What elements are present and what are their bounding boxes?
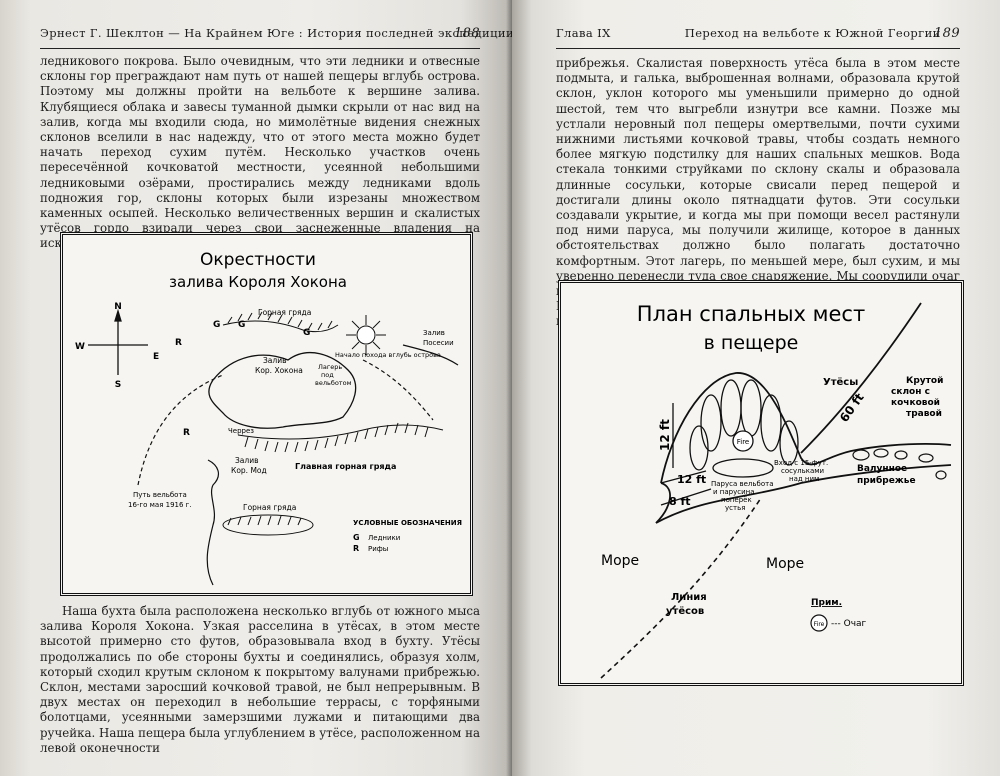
shoreline [655,464,952,524]
map-label-camp-1: Лагерь [318,363,342,371]
map-label-start: Начало похода вглубь острова [335,351,441,359]
map-label-route-2: 16-го мая 1916 г. [128,501,192,509]
map-title-line2: залива Короля Хокона [169,273,347,291]
sleeping-bags [689,379,799,478]
map-label-camp-3: вельботом [315,379,352,387]
map-title-line1: Окрестности [200,250,316,270]
label-sails-3: поперёк [721,496,752,504]
left-header-title: Эрнест Г. Шеклтон — На Крайнем Юге : Ист… [40,26,512,40]
left-bottom-paragraph: Наша бухта была расположена несколько вг… [40,604,480,756]
fire-label: Fire [737,438,750,446]
map-label-main-ridge: Главная горная гряда [295,462,396,471]
label-cliff-line-2: утёсов [666,605,704,617]
right-header-title: Переход на вельботе к Южной Георгии [684,26,941,40]
dimension-lines [660,403,712,506]
map-label-maud-1: Залив [235,456,259,465]
dim-60ft: 60 ft [837,390,867,424]
legend-title: УСЛОВНЫЕ ОБОЗНАЧЕНИЯ [353,519,462,527]
label-slope-2: склон с [891,387,930,397]
right-header-chapter: Глава IX [556,26,611,40]
note-fire-symbol [810,614,828,632]
maud-coastline [206,459,220,586]
map-label-route-1: Путь вельбота [133,491,187,499]
compass-s: S [115,380,121,390]
label-entrance-2: сосульками [781,467,824,475]
label-sea-left: Море [601,553,639,569]
label-slope-4: травой [906,409,942,419]
cave-plan-svg: План спальных мест в пещере Fire [600,302,952,679]
glacier-mark-3: G [303,328,310,338]
sun-start-symbol [346,315,386,355]
right-page-number: 189 [933,26,960,41]
possession-coastline [402,344,459,366]
map-haakon-bay: Окрестности залива Короля Хокона N S E W [60,232,473,596]
plan-title-line2: в пещере [704,332,799,354]
cliff-slope-line [800,302,922,454]
cliff-line-dashed [600,497,762,679]
map-svg: Окрестности залива Короля Хокона N S E W [75,250,462,586]
left-page: Эрнест Г. Шеклтон — На Крайнем Юге : Ист… [0,0,512,776]
note-fire-label: Fire [814,621,825,628]
map-label-maud-2: Кор. Мод [231,466,267,475]
mountain-ridges [222,311,444,536]
bay-coastline [208,351,357,429]
map-label-haakon-1: Залив [263,356,287,365]
compass-e: E [153,352,159,362]
label-boulders-1: Валунное [857,464,907,474]
label-sails-1: Паруса вельбота [711,480,774,488]
map-label-cape: Черрез [228,427,254,435]
reef-mark-2: R [183,428,190,438]
left-running-header: Эрнест Г. Шеклтон — На Крайнем Юге : Ист… [40,26,512,49]
label-cliffs: Утёсы [823,376,858,388]
label-boulders-2: прибрежье [857,475,916,486]
label-note-title: Прим. [811,598,842,608]
fire-symbol [732,430,754,452]
cave-outline [660,372,952,484]
right-page: Глава IX Переход на вельботе к Южной Гео… [512,0,1000,776]
right-running-header: Глава IX Переход на вельботе к Южной Гео… [556,26,960,49]
map-label-ridge-bottom: Горная гряда [243,503,296,512]
label-sails-4: устья [725,504,745,512]
label-sea-right: Море [766,556,804,572]
boulders [852,448,947,480]
label-entrance-3: над ним [789,475,819,483]
plan-title-line1: План спальных мест [637,302,865,326]
label-note-text: --- Очаг [831,619,867,629]
dim-8ft: 8 ft [669,495,691,508]
glacier-mark-2: G [238,320,245,330]
left-top-paragraph-text: ледникового покрова. Было очевидным, что… [40,54,480,250]
left-top-paragraph: ледникового покрова. Было очевидным, что… [40,54,480,252]
label-entrance-1: Вход с 15-фут. [774,459,828,467]
dim-12ft-vertical: 12 ft [658,419,672,451]
left-bottom-paragraph-text: Наша бухта была расположена несколько вг… [40,604,480,755]
cave-left-edge [655,482,671,524]
compass-n: N [114,302,122,312]
map-label-camp-2: под [321,371,334,379]
map-label-possession-2: Посесии [423,339,454,347]
label-slope-3: кочковой [891,398,940,408]
compass-w: W [75,342,85,352]
map-label-ridge-top: Горная гряда [258,308,311,317]
legend-reefs: Рифы [368,545,388,553]
legend-glaciers: Ледники [368,534,400,542]
left-page-number: 188 [453,26,480,41]
label-sails-2: и парусина [713,488,755,496]
reef-mark-1: R [175,338,182,348]
label-slope-1: Крутой [906,376,943,386]
glacier-mark-1: G [213,320,220,330]
map-label-possession-1: Залив [423,329,445,337]
compass-rose [88,308,148,375]
label-cliff-line-1: Линия [671,592,707,603]
boat-route [137,359,434,486]
dim-12ft-horizontal: 12 ft [677,473,706,486]
map-label-haakon-2: Кор. Хокона [255,366,303,375]
cave-plan: План спальных мест в пещере Fire [558,280,964,686]
legend-glacier-symbol: G [353,533,360,542]
legend-reef-symbol: R [353,544,359,553]
